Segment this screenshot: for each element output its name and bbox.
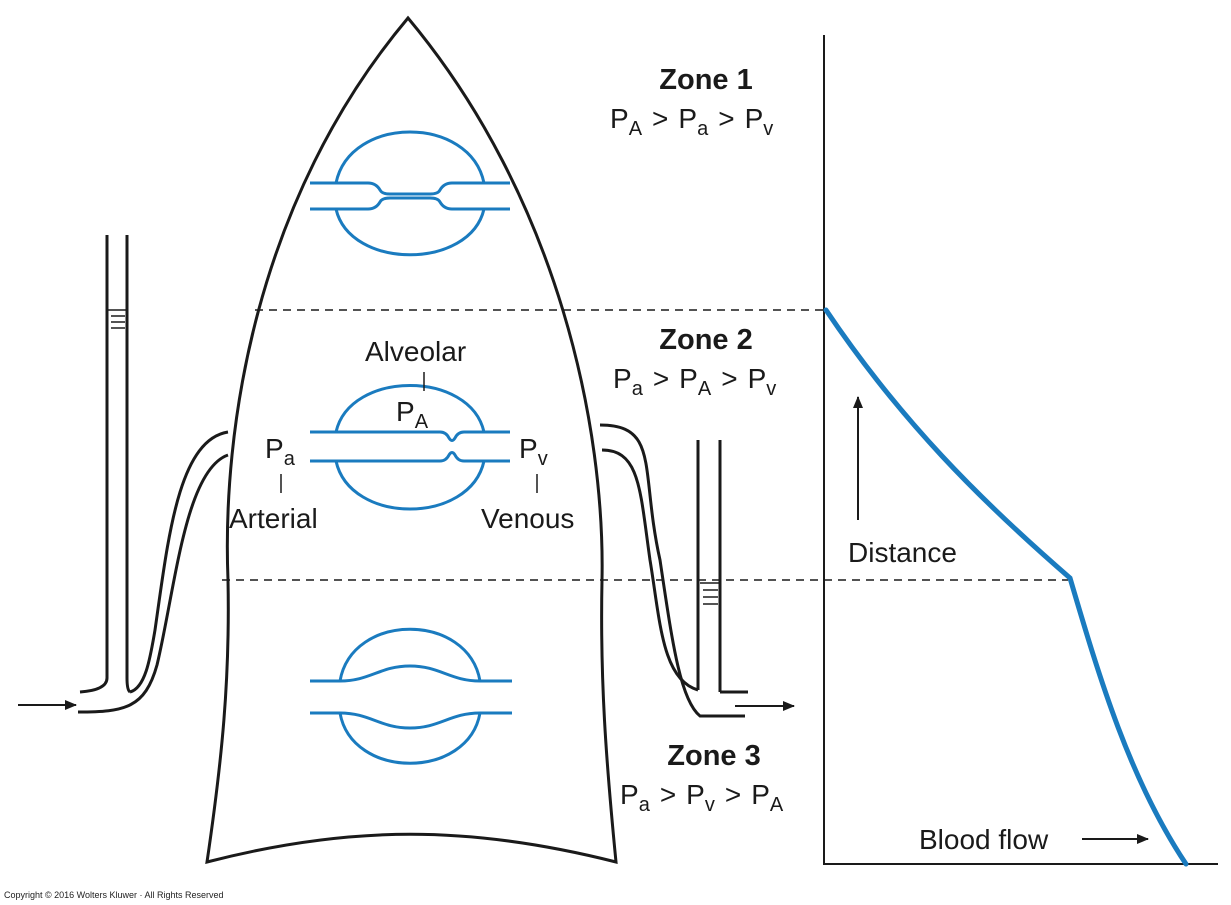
alveolar-pressure-symbol: PA [396,396,429,433]
arterial-fluid-level [107,309,127,329]
venous-fluid-level [700,582,720,605]
arterial-pressure-symbol: Pa [265,433,296,470]
zone2-alveolus [310,384,510,511]
alveolar-label: Alveolar [365,336,466,367]
zone1-title: Zone 1 [659,64,752,96]
zone1-alveolus [310,130,510,257]
venous-manometer [599,423,748,718]
distance-label: Distance [848,537,957,568]
zone3-equation: Pa>Pv>PA [620,779,784,816]
arterial-label: Arterial [229,503,318,534]
zone3-title: Zone 3 [667,740,760,772]
copyright-notice: Copyright © 2016 Wolters Kluwer · All Ri… [4,890,224,900]
arterial-manometer [77,235,229,714]
venous-label: Venous [481,503,574,534]
blood-flow-curve [823,307,1189,867]
venous-pressure-symbol: Pv [519,433,548,470]
zone1-equation: PA>Pa>Pv [610,103,773,140]
zone3-alveolus [310,627,512,765]
zone2-equation: Pa>PA>Pv [613,363,776,400]
zone2-title: Zone 2 [659,324,752,356]
blood-flow-label: Blood flow [919,824,1049,855]
